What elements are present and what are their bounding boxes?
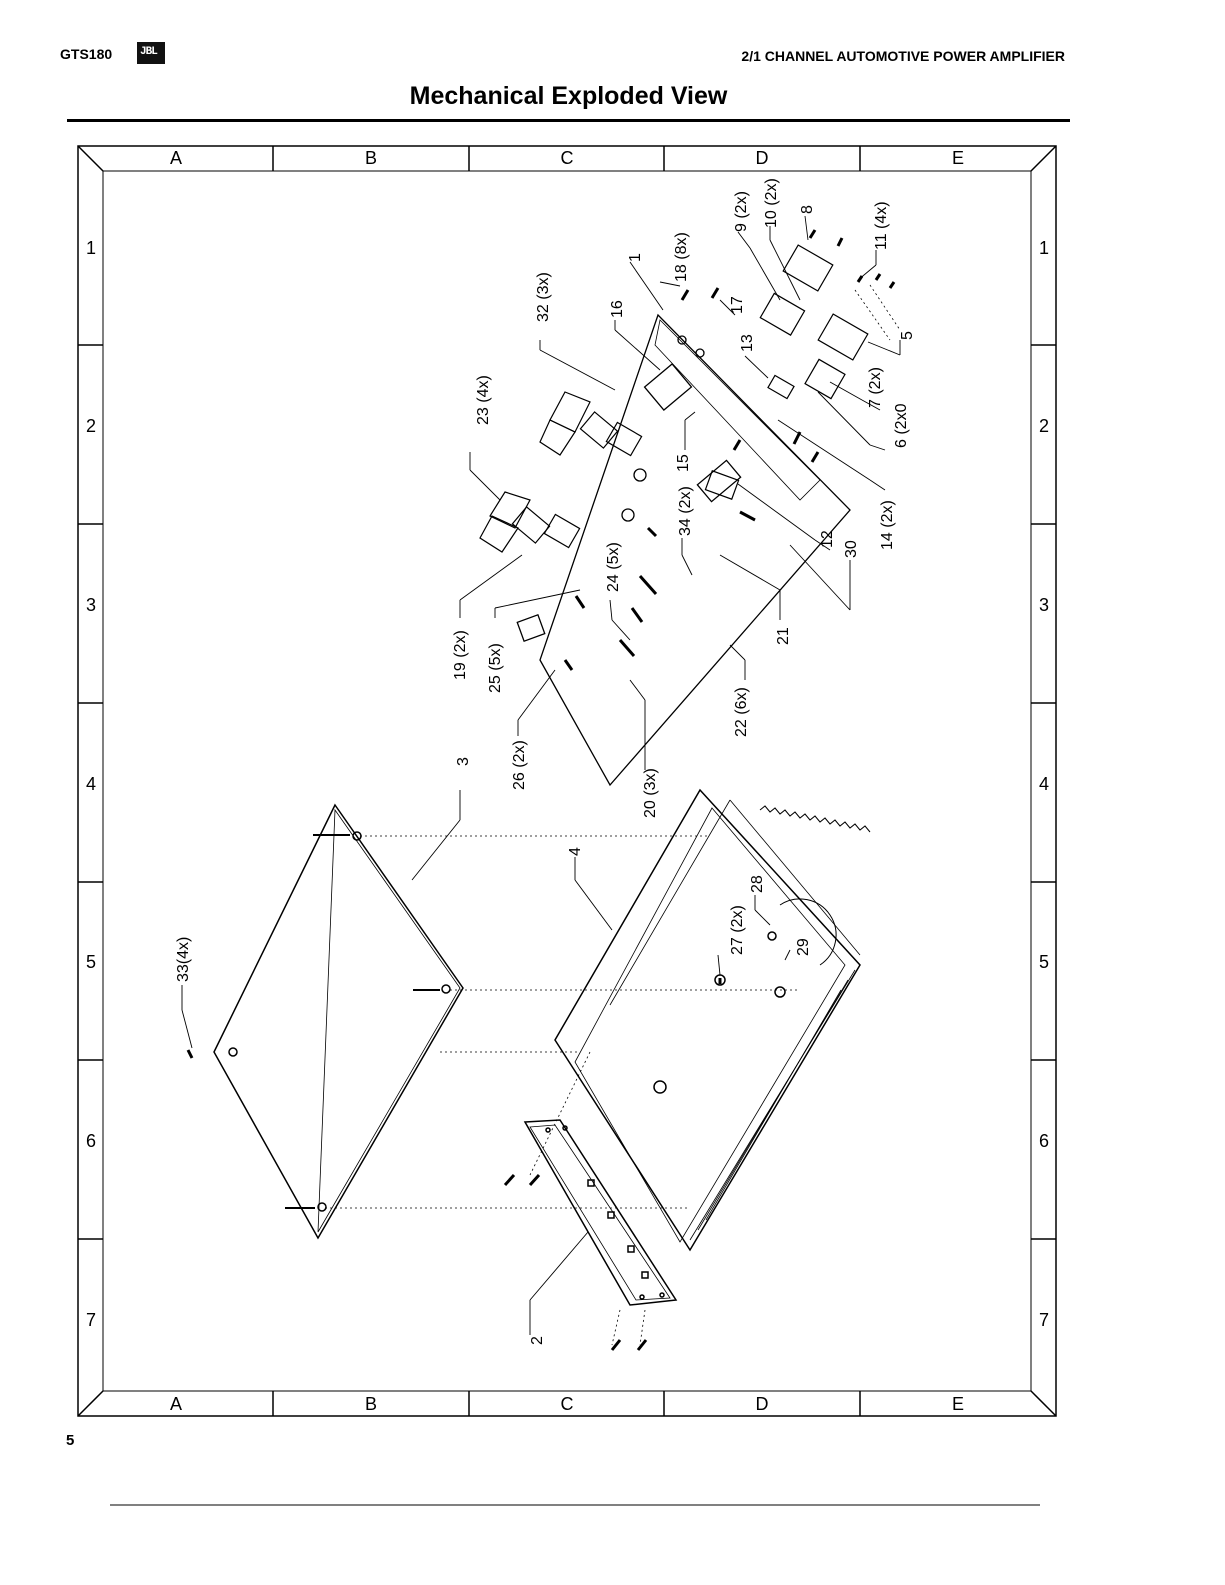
callout-15: 15 <box>675 454 692 472</box>
pcb-assembly <box>516 313 851 787</box>
callout-21: 21 <box>775 627 792 645</box>
screws <box>563 229 896 984</box>
jbl-logo: JBL <box>137 42 165 64</box>
callout-30: 30 <box>843 540 860 558</box>
row-label-left-1: 1 <box>86 238 96 258</box>
callout-5: 5 <box>899 331 916 340</box>
col-label-top-c: C <box>561 148 574 168</box>
callout-11: 11 (4x) <box>873 201 890 250</box>
row-label-left-2: 2 <box>86 416 96 436</box>
callout-4: 4 <box>567 847 584 856</box>
callout-20: 20 (3x) <box>642 768 659 818</box>
callout-17: 17 <box>729 296 746 314</box>
terminal-blocks <box>704 244 901 500</box>
callout-16: 16 <box>609 300 626 318</box>
col-label-top-e: E <box>952 148 964 168</box>
callout-6: 6 (2x0 <box>893 403 910 448</box>
row-label-left-5: 5 <box>86 952 96 972</box>
row-label-right-7: 7 <box>1039 1310 1049 1330</box>
row-label-right-5: 5 <box>1039 952 1049 972</box>
row-label-left-7: 7 <box>86 1310 96 1330</box>
header-rule <box>67 119 1070 122</box>
leader-lines <box>181 215 901 1335</box>
callout-22: 22 (6x) <box>733 687 750 737</box>
col-label-top-b: B <box>365 148 377 168</box>
callout-1: 1 <box>627 253 644 262</box>
callout-14: 14 (2x) <box>879 500 896 550</box>
page-number: 5 <box>66 1432 75 1449</box>
callout-29: 29 <box>795 938 812 956</box>
col-label-bottom-b: B <box>365 1394 377 1414</box>
col-label-top-d: D <box>756 148 769 168</box>
cover-plate <box>186 803 464 1240</box>
col-label-bottom-c: C <box>561 1394 574 1414</box>
callout-19: 19 (2x) <box>452 630 469 680</box>
row-label-right-2: 2 <box>1039 416 1049 436</box>
callout-34: 34 (2x) <box>677 486 694 536</box>
model-label: GTS180 <box>60 46 113 62</box>
callout-28: 28 <box>749 875 766 893</box>
col-label-top-a: A <box>170 148 182 168</box>
row-label-left-4: 4 <box>86 774 96 794</box>
callout-9: 9 (2x) <box>733 191 750 232</box>
col-label-bottom-a: A <box>170 1394 182 1414</box>
callout-32: 32 (3x) <box>535 272 552 322</box>
col-label-bottom-d: D <box>756 1394 769 1414</box>
callout-3: 3 <box>455 757 472 766</box>
drawing-frame <box>77 145 1057 1417</box>
callout-18: 18 (8x) <box>673 232 690 282</box>
row-label-right-1: 1 <box>1039 238 1049 258</box>
callout-10: 10 (2x) <box>763 178 780 228</box>
alignment-lines <box>325 835 800 1346</box>
row-label-right-3: 3 <box>1039 595 1049 615</box>
callout-13: 13 <box>739 334 756 352</box>
callout-26: 26 (2x) <box>511 740 528 790</box>
row-label-left-6: 6 <box>86 1131 96 1151</box>
page-title: Mechanical Exploded View <box>409 82 728 110</box>
row-label-right-4: 4 <box>1039 774 1049 794</box>
callout-7: 7 (2x) <box>867 367 884 408</box>
callout-33: 33(4x) <box>175 937 192 982</box>
callout-27: 27 (2x) <box>729 905 746 955</box>
end-bracket <box>503 1119 678 1351</box>
row-label-right-6: 6 <box>1039 1131 1049 1151</box>
callout-labels: 1 2 3 4 5 6 (2x0 7 (2x) 8 9 (2x) 10 (2x)… <box>175 178 916 1345</box>
callout-25: 25 (5x) <box>487 643 504 693</box>
col-label-bottom-e: E <box>952 1394 964 1414</box>
row-label-left-3: 3 <box>86 595 96 615</box>
callout-8: 8 <box>799 205 816 214</box>
callout-24: 24 (5x) <box>605 542 622 592</box>
callout-23: 23 (4x) <box>475 375 492 425</box>
callout-2: 2 <box>529 1336 546 1345</box>
heatsink-chassis <box>554 788 871 1252</box>
transistor-pads <box>479 391 643 553</box>
product-title: 2/1 CHANNEL AUTOMOTIVE POWER AMPLIFIER <box>741 48 1065 64</box>
callout-12: 12 <box>819 530 836 548</box>
logo-text: JBL <box>140 46 158 58</box>
